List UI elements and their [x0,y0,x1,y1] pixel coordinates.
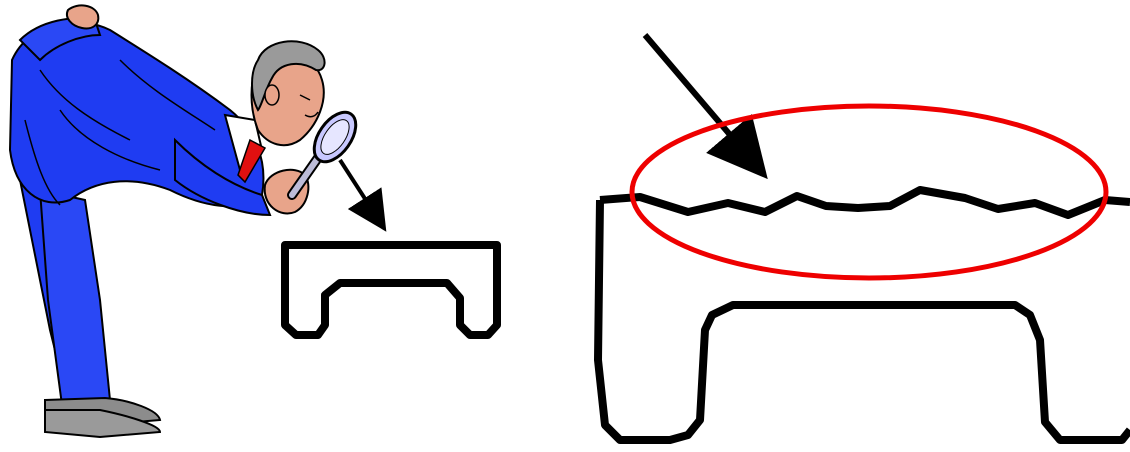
inspector-man-icon [8,4,326,439]
enlarged-profile-icon [594,186,1130,444]
small-profile-icon [281,241,501,339]
pointer-arrow-icon [642,33,768,180]
magnifying-glass-icon [287,110,358,200]
highlight-ellipse-icon [629,103,1109,281]
pointer-arrow-icon [338,158,387,232]
